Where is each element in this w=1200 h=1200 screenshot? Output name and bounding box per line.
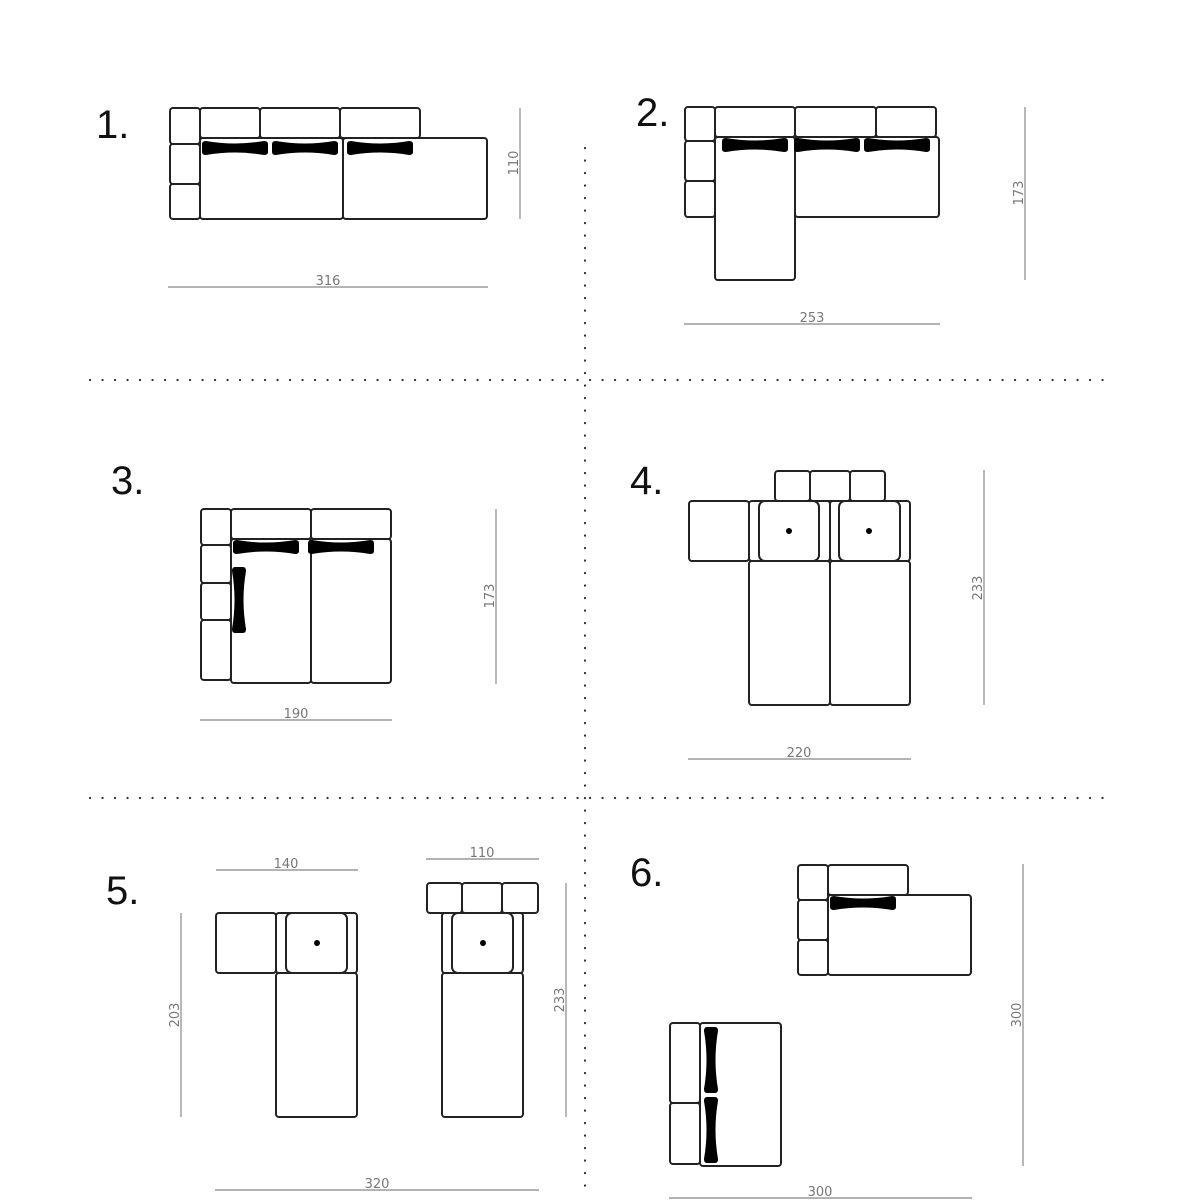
layout-number: 1. xyxy=(96,103,129,147)
depth-label: 110 xyxy=(507,151,522,176)
layout-1: 1. 316 110 xyxy=(96,103,522,289)
width-dimension: 300 xyxy=(669,1185,972,1200)
width-dimension: 320 xyxy=(215,1177,539,1192)
layout-3: 3. 190 173 xyxy=(111,459,498,722)
sofa-drawing-left xyxy=(215,912,358,1118)
depth-dimension: 173 xyxy=(483,509,498,684)
sofa-drawing-bottom xyxy=(669,1022,782,1167)
depth-left-dimension: 203 xyxy=(168,913,183,1117)
depth-dimension: 233 xyxy=(971,470,986,705)
depth-right-label: 233 xyxy=(553,988,568,1013)
sub-width-right-label: 110 xyxy=(470,846,495,861)
depth-left-label: 203 xyxy=(168,1003,183,1028)
layout-6: 6. 300 300 xyxy=(630,851,1025,1200)
width-label: 253 xyxy=(800,311,825,326)
width-label: 190 xyxy=(284,707,309,722)
sub-width-right-dimension: 110 xyxy=(426,846,539,861)
layout-5: 5. 140 110 203 xyxy=(106,846,568,1192)
sofa-drawing xyxy=(169,107,488,220)
width-label: 320 xyxy=(365,1177,390,1192)
width-label: 300 xyxy=(808,1185,833,1200)
layout-4: 4. 220 233 xyxy=(630,459,986,761)
depth-dimension: 173 xyxy=(1012,107,1027,280)
width-dimension: 220 xyxy=(688,746,911,761)
layout-number: 2. xyxy=(636,91,669,135)
layout-number: 4. xyxy=(630,459,663,503)
grid-separators xyxy=(88,146,1107,1197)
sofa-drawing xyxy=(688,470,911,706)
sub-width-left-label: 140 xyxy=(274,857,299,872)
layout-number: 3. xyxy=(111,459,144,503)
depth-label: 173 xyxy=(483,584,498,609)
depth-label: 173 xyxy=(1012,181,1027,206)
width-dimension: 253 xyxy=(684,311,940,326)
depth-label: 233 xyxy=(971,576,986,601)
sofa-drawing-right xyxy=(426,882,539,1118)
width-label: 220 xyxy=(787,746,812,761)
sofa-drawing xyxy=(684,106,940,281)
width-label: 316 xyxy=(316,274,341,289)
width-dimension: 316 xyxy=(168,274,488,289)
layout-number: 6. xyxy=(630,851,663,895)
layout-2: 2. 253 173 xyxy=(636,91,1027,326)
sofa-drawing-top xyxy=(797,864,972,976)
sub-width-left-dimension: 140 xyxy=(216,857,358,872)
depth-right-dimension: 233 xyxy=(553,883,568,1117)
depth-dimension: 110 xyxy=(507,108,522,219)
sofa-drawing xyxy=(200,508,392,684)
layout-number: 5. xyxy=(106,869,139,913)
depth-label: 300 xyxy=(1010,1003,1025,1028)
depth-dimension: 300 xyxy=(1010,864,1025,1166)
width-dimension: 190 xyxy=(200,707,392,722)
